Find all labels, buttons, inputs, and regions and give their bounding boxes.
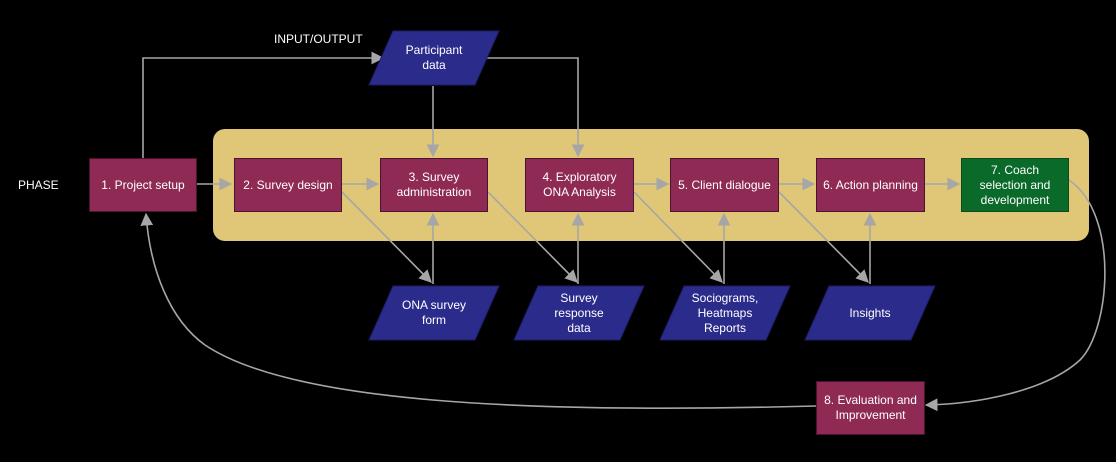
phase-coach-selection-label: 7. Coach selection and development bbox=[979, 162, 1051, 207]
io-ona-survey-form-label: ONA survey form bbox=[401, 298, 467, 327]
io-sociograms-heatmaps: Sociograms, Heatmaps Reports bbox=[659, 285, 791, 341]
phase-action-planning: 6. Action planning bbox=[816, 158, 925, 212]
edge-evaluation-to-setup bbox=[140, 212, 817, 410]
edge-setup-to-participant bbox=[142, 51, 385, 158]
io-sociograms-heatmaps-label: Sociograms, Heatmaps Reports bbox=[691, 290, 759, 335]
phase-coach-selection: 7. Coach selection and development bbox=[961, 158, 1069, 212]
phase-label: PHASE bbox=[18, 178, 59, 192]
phase-survey-administration: 3. Survey administration bbox=[380, 158, 488, 212]
phase-band bbox=[213, 129, 1089, 241]
phase-survey-design-label: 2. Survey design bbox=[243, 177, 333, 192]
io-participant-data-label: Participant data bbox=[405, 43, 463, 72]
edge-coach-to-evaluation bbox=[924, 179, 1106, 412]
phase-action-planning-label: 6. Action planning bbox=[823, 177, 918, 192]
phase-survey-administration-label: 3. Survey administration bbox=[396, 170, 472, 199]
phase-client-dialogue: 5. Client dialogue bbox=[670, 158, 779, 212]
phase-exploratory-ona-label: 4. Exploratory ONA Analysis bbox=[542, 170, 617, 199]
phase-exploratory-ona: 4. Exploratory ONA Analysis bbox=[525, 158, 634, 212]
phase-evaluation-improvement: 8. Evaluation and Improvement bbox=[816, 381, 925, 435]
io-participant-data: Participant data bbox=[368, 30, 500, 86]
edge-dialogue-to-insights bbox=[778, 191, 869, 283]
io-survey-response-data-label: Survey response data bbox=[554, 290, 604, 335]
edge-admin-to-response bbox=[487, 191, 578, 283]
phase-client-dialogue-label: 5. Client dialogue bbox=[678, 177, 771, 192]
edge-participant-to-exploratory bbox=[484, 57, 585, 158]
edge-design-to-form bbox=[341, 191, 432, 283]
phase-project-setup-label: 1. Project setup bbox=[101, 177, 185, 192]
phase-survey-design: 2. Survey design bbox=[234, 158, 342, 212]
io-insights: Insights bbox=[804, 285, 936, 341]
io-insights-label: Insights bbox=[849, 305, 891, 320]
edge-exploratory-to-sociograms bbox=[633, 191, 723, 283]
phase-project-setup: 1. Project setup bbox=[89, 158, 197, 212]
input-output-label: INPUT/OUTPUT bbox=[274, 32, 363, 46]
io-ona-survey-form: ONA survey form bbox=[368, 285, 500, 341]
io-survey-response-data: Survey response data bbox=[513, 285, 645, 341]
phase-evaluation-improvement-label: 8. Evaluation and Improvement bbox=[824, 393, 917, 422]
